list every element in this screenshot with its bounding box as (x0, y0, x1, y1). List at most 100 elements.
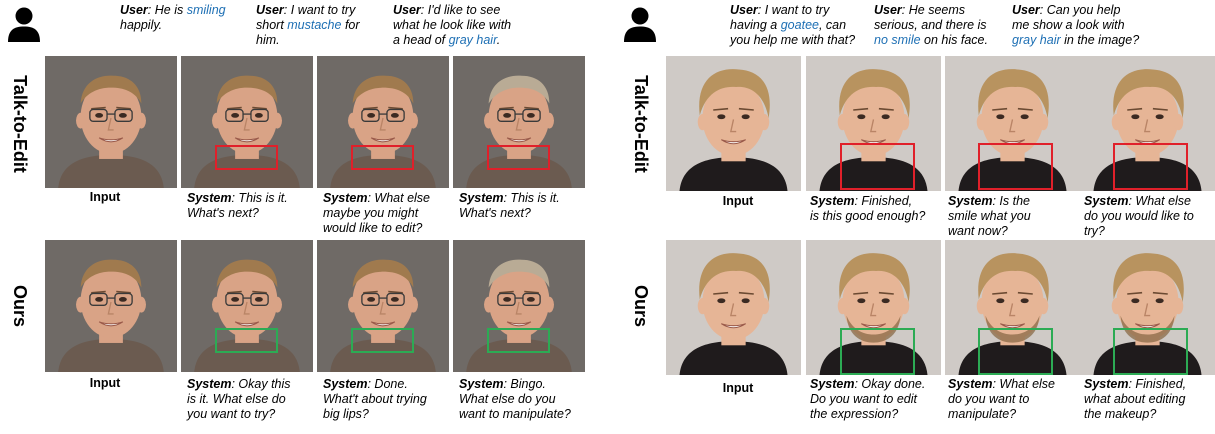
edit-region-box (215, 328, 278, 353)
face-photo (806, 56, 941, 191)
face-photo (1080, 56, 1215, 191)
speaker-label: System (187, 191, 232, 205)
speaker-label: System (810, 377, 855, 391)
face-photo-input (666, 56, 801, 191)
face-photo (181, 240, 313, 372)
caption-text: : What else (367, 191, 431, 205)
caption-text: is it. What else do (187, 392, 286, 406)
speaker-label: System (459, 377, 504, 391)
edit-keyword: no smile (874, 33, 921, 47)
input-label: Input (89, 376, 121, 390)
turn-text: having a (730, 18, 781, 32)
input-label: Input (722, 194, 754, 208)
caption-text: the expression? (810, 407, 899, 421)
speaker-label: User (393, 3, 421, 17)
face-photo-input (45, 56, 177, 188)
face-photo (945, 240, 1080, 375)
speaker-label: User (730, 3, 758, 17)
face-photo (317, 56, 449, 188)
turn-text: : Can you help (1039, 3, 1121, 17)
turn-text: . (496, 33, 501, 47)
caption-text: smile what you (948, 209, 1031, 223)
caption-text: What's next? (459, 206, 531, 220)
edit-region-box (487, 328, 550, 353)
turn-text: : He seems (901, 3, 966, 17)
caption-text: What't about trying (323, 392, 427, 406)
edit-keyword: gray hair (1012, 33, 1061, 47)
face-photo (181, 56, 313, 188)
row-label-ours: Ours (631, 284, 651, 327)
speaker-label: User (120, 3, 148, 17)
caption-text: manipulate? (948, 407, 1017, 421)
face-photo (317, 240, 449, 372)
turn-text: : I want to try (757, 3, 830, 17)
system-caption: System: This is it.What's next? (459, 191, 560, 221)
turn-text: short (256, 18, 288, 32)
speaker-label: User (1012, 3, 1040, 17)
caption-text: you want to try? (187, 407, 276, 421)
face-photo-input (45, 240, 177, 372)
edit-keyword: gray hair (448, 33, 497, 47)
caption-text: Do you want to edit (810, 392, 918, 406)
caption-text: big lips? (323, 407, 369, 421)
caption-text: : Finished, (854, 194, 913, 208)
turn-text: : I want to try (283, 3, 356, 17)
edit-region-box (487, 145, 550, 170)
turn-text: , can (818, 18, 847, 32)
speaker-label: System (948, 377, 993, 391)
edit-region-box (840, 328, 915, 375)
caption-text: : What else (1128, 194, 1192, 208)
speaker-label: System (459, 191, 504, 205)
caption-text: what about editing (1084, 392, 1186, 406)
face-photo (945, 56, 1080, 191)
caption-text: maybe you might (323, 206, 419, 220)
speaker-label: System (323, 377, 368, 391)
face-photo (806, 240, 941, 375)
speaker-label: System (323, 191, 368, 205)
caption-text: What else do you (459, 392, 556, 406)
caption-text: : Done. (367, 377, 408, 391)
user-icon (624, 7, 656, 42)
caption-text: the makeup? (1084, 407, 1157, 421)
system-caption: System: Finished,is this good enough? (810, 194, 925, 224)
turn-text: on his face. (920, 33, 988, 47)
edit-region-box (978, 328, 1053, 375)
caption-text: is this good enough? (810, 209, 926, 223)
caption-text: : Finished, (1128, 377, 1187, 391)
turn-text: me show a look with (1012, 18, 1125, 32)
row-label-talk-to-edit: Talk-to-Edit (10, 75, 30, 173)
turn-text: happily. (120, 18, 163, 32)
caption-text: : This is it. (503, 191, 560, 205)
edit-region-box (215, 145, 278, 170)
speaker-label: User (256, 3, 284, 17)
input-label: Input (89, 190, 121, 204)
edit-region-box (1113, 143, 1188, 190)
turn-text: what he look like with (393, 18, 512, 32)
speaker-label: System (187, 377, 232, 391)
speaker-label: System (810, 194, 855, 208)
caption-text: : Okay done. (854, 377, 926, 391)
turn-text: in the image? (1060, 33, 1140, 47)
input-label: Input (722, 381, 754, 395)
caption-text: What's next? (187, 206, 259, 220)
edit-region-box (840, 143, 915, 190)
caption-text: would like to edit? (323, 221, 423, 235)
face-photo (1080, 240, 1215, 375)
turn-text: him. (256, 33, 280, 47)
face-photo-input (666, 240, 801, 375)
caption-text: : What else (992, 377, 1056, 391)
